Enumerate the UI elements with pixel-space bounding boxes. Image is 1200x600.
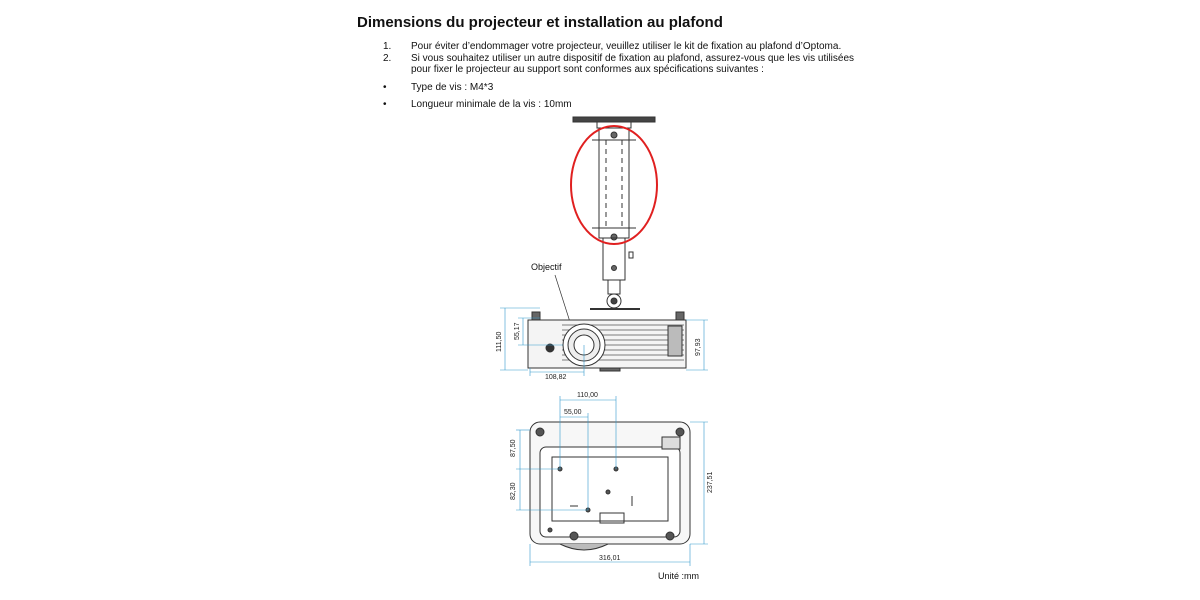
bullet-text: Longueur minimale de la vis : 10mm <box>411 99 572 110</box>
bottom-view-dimensions <box>516 396 708 566</box>
page-title: Dimensions du projecteur et installation… <box>357 14 723 31</box>
list-marker: 1. <box>383 41 392 52</box>
dim-bottom-height-total: 237,51 <box>707 471 714 493</box>
lens-label: Objectif <box>531 262 562 272</box>
dim-front-width-lens: 108,82 <box>545 374 567 381</box>
list-item-2: 2. Si vous souhaitez utiliser un autre d… <box>383 53 881 64</box>
bullet-marker: • <box>383 99 387 110</box>
dim-bottom-height-82: 82,30 <box>510 482 517 500</box>
dim-front-height-right: 97,93 <box>695 338 702 356</box>
lens-leader-line <box>554 274 571 323</box>
ceiling-mount <box>572 116 656 310</box>
projector-bottom-view <box>529 421 691 551</box>
dim-bottom-width-total: 316,01 <box>599 555 621 562</box>
highlight-ellipse <box>570 125 658 245</box>
list-item-1: 1. Pour éviter d’endommager votre projec… <box>383 41 881 52</box>
dim-bottom-width-55: 55,00 <box>564 409 582 416</box>
dim-front-height-lens: 55,17 <box>514 322 521 340</box>
list-item-2-continued: pour fixer le projecteur au support sont… <box>383 64 881 75</box>
list-text: Pour éviter d’endommager votre projecteu… <box>411 41 842 52</box>
dim-bottom-height-87: 87,50 <box>510 439 517 457</box>
bullet-item-2: • Longueur minimale de la vis : 10mm <box>383 99 881 110</box>
bullet-marker: • <box>383 82 387 93</box>
dim-front-height-total: 111,50 <box>496 332 503 352</box>
unit-label: Unité :mm <box>658 571 700 581</box>
list-marker: 2. <box>383 53 392 64</box>
dim-bottom-width-110: 110,00 <box>577 392 598 399</box>
bullet-text: Type de vis : M4*3 <box>411 82 494 93</box>
front-view-dimensions <box>500 307 708 376</box>
projector-front-view <box>527 311 687 372</box>
bullet-item-1: • Type de vis : M4*3 <box>383 82 881 93</box>
list-text: Si vous souhaitez utiliser un autre disp… <box>411 53 855 64</box>
list-text: pour fixer le projecteur au support sont… <box>411 64 764 75</box>
